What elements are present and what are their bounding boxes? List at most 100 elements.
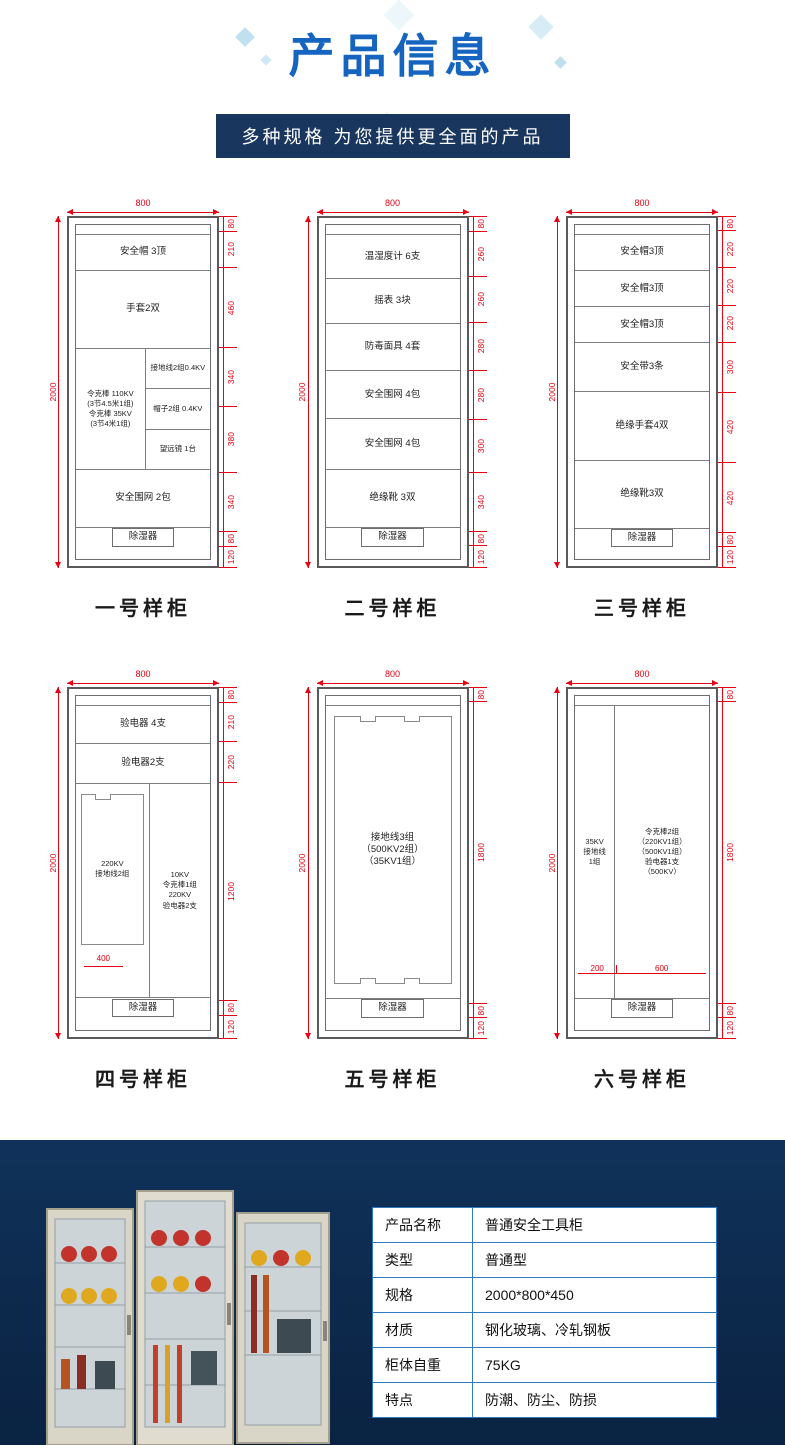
- notch: [360, 978, 377, 985]
- dimension-value: 220: [725, 242, 735, 257]
- width-dimension: 800: [67, 199, 219, 216]
- dimension-segment: 340: [219, 346, 237, 406]
- dimension-line: [304, 687, 311, 1039]
- dimension-value: 220: [226, 755, 236, 770]
- compartment-label: 绝缘靴 3双: [369, 492, 416, 504]
- width-dimension: 800: [316, 199, 469, 216]
- height-dimension-value: 2000: [297, 851, 307, 875]
- dimension-segment: 380: [219, 406, 237, 472]
- dimension-segment: 120: [718, 1016, 736, 1039]
- arrow-down-icon: [55, 562, 61, 568]
- dimension-value: 200: [590, 964, 604, 974]
- compartment-label: 摇表 3块: [374, 294, 411, 306]
- compartment-label: 安全帽3顶: [620, 282, 664, 294]
- compartment-label: 220KV 接地线2组: [95, 859, 130, 879]
- compartment: 除湿器: [326, 999, 460, 1018]
- dimension-value: 260: [475, 292, 486, 307]
- dimension-value: 120: [226, 1020, 236, 1035]
- dimension-value: 80: [475, 1005, 486, 1016]
- compartment-label: 除湿器: [361, 999, 424, 1018]
- dimension-segment: 300: [468, 419, 487, 471]
- dimension-value: 280: [475, 339, 486, 354]
- dimension-line: [67, 680, 219, 686]
- cabinet-door: 接地线3组 （500KV2组） （35KV1组）除湿器: [324, 695, 461, 1031]
- spec-label: 特点: [372, 1382, 473, 1418]
- spec-value: 普通型: [472, 1242, 717, 1278]
- dimension-line: [67, 209, 219, 215]
- dimension-segment: 80: [468, 530, 487, 546]
- dimension-segment: 340: [468, 471, 487, 531]
- inner-panel: 220KV 接地线2组: [81, 794, 144, 945]
- compartment-label: 除湿器: [111, 528, 175, 547]
- cabinet-middle: 2000 35KV 接地线 1组令克棒2组 （220KV1组） （500KV1组）…: [547, 687, 736, 1039]
- dimension-line: [554, 687, 560, 1039]
- product-section: 产品名称 普通安全工具柜 类型 普通型 规格 2000*800*450 材质 钢…: [0, 1140, 785, 1445]
- dimension-segment: 80: [219, 530, 237, 546]
- compartment-label: 温湿度计 6支: [364, 250, 421, 262]
- dimension-value: 80: [725, 218, 735, 229]
- height-dimension: 2000: [547, 687, 566, 1039]
- compartment: 验电器 4支: [76, 705, 210, 745]
- cabinet-door: 35KV 接地线 1组令克棒2组 （220KV1组） （500KV1组） 验电器…: [574, 695, 710, 1031]
- dimension-line: [316, 680, 469, 686]
- arrow-down-icon: [554, 1033, 560, 1039]
- compartment-label: 安全帽 3顶: [120, 246, 166, 258]
- dimension-segment: 280: [468, 370, 487, 419]
- compartment-label: 望远镜 1台: [159, 444, 196, 454]
- height-dimension: 2000: [48, 687, 67, 1039]
- compartment-label: 10KV 令克棒1组 220KV 验电器2支: [162, 870, 197, 910]
- dimension-value: 120: [725, 1020, 735, 1036]
- spec-value: 防潮、防尘、防损: [472, 1382, 717, 1418]
- arrow-up-icon: [304, 687, 311, 693]
- header: 产品信息 多种规格 为您提供更全面的产品: [0, 0, 785, 158]
- dimension-segment: 340: [219, 471, 237, 531]
- compartment: 绝缘靴3双: [575, 461, 709, 529]
- height-dimension: 2000: [297, 687, 317, 1039]
- dimension-value: 420: [725, 490, 735, 505]
- dimension-segment: 80: [718, 1002, 736, 1017]
- arrow-up-icon: [304, 216, 311, 222]
- compartment: 防毒面具 4套: [325, 324, 460, 372]
- dimension-segment: 280: [468, 321, 487, 371]
- dimension-line: [566, 209, 718, 215]
- width-dimension-value: 800: [132, 199, 154, 208]
- cabinet-outline: 35KV 接地线 1组令克棒2组 （220KV1组） （500KV1组） 验电器…: [566, 687, 718, 1039]
- dimension-segment: 1200: [219, 782, 237, 1000]
- table-row: 柜体自重 75KG: [372, 1347, 717, 1383]
- cabinet-door: 安全帽3顶安全帽3顶安全帽3顶安全带3条绝缘手套4双绝缘靴3双除湿器: [574, 224, 710, 560]
- spec-table: 产品名称 普通安全工具柜 类型 普通型 规格 2000*800*450 材质 钢…: [372, 1207, 717, 1418]
- photo-cabinet-left: [46, 1207, 134, 1445]
- height-dimension: 2000: [48, 216, 67, 568]
- dimension-line: [566, 680, 718, 686]
- arrow-up-icon: [554, 687, 560, 693]
- compartment: 除湿器: [575, 528, 709, 547]
- compartment: 验电器2支: [76, 744, 210, 785]
- dimension-segment: 210: [219, 230, 237, 268]
- compartment: 安全帽3顶: [575, 234, 709, 272]
- compartment: 除湿器: [326, 528, 460, 547]
- cabinet-outline: 安全帽3顶安全帽3顶安全帽3顶安全带3条绝缘手套4双绝缘靴3双除湿器: [566, 216, 718, 568]
- dimension-value: 80: [475, 533, 486, 544]
- compartment-right: 10KV 令克棒1组 220KV 验电器2支: [150, 784, 210, 997]
- compartment: 安全围网 2包: [76, 470, 210, 528]
- cabinet-name: 二号样柜: [344, 598, 441, 620]
- dimension-segment: 220: [718, 304, 736, 342]
- compartment: 绝缘手套4双: [575, 392, 709, 461]
- dimension-value: 120: [475, 549, 486, 564]
- sub-compartment: 接地线2组0.4KV: [145, 349, 210, 390]
- table-row: 规格 2000*800*450: [372, 1277, 717, 1313]
- compartment: 手套2双: [76, 271, 210, 349]
- spec-label: 柜体自重: [372, 1347, 473, 1383]
